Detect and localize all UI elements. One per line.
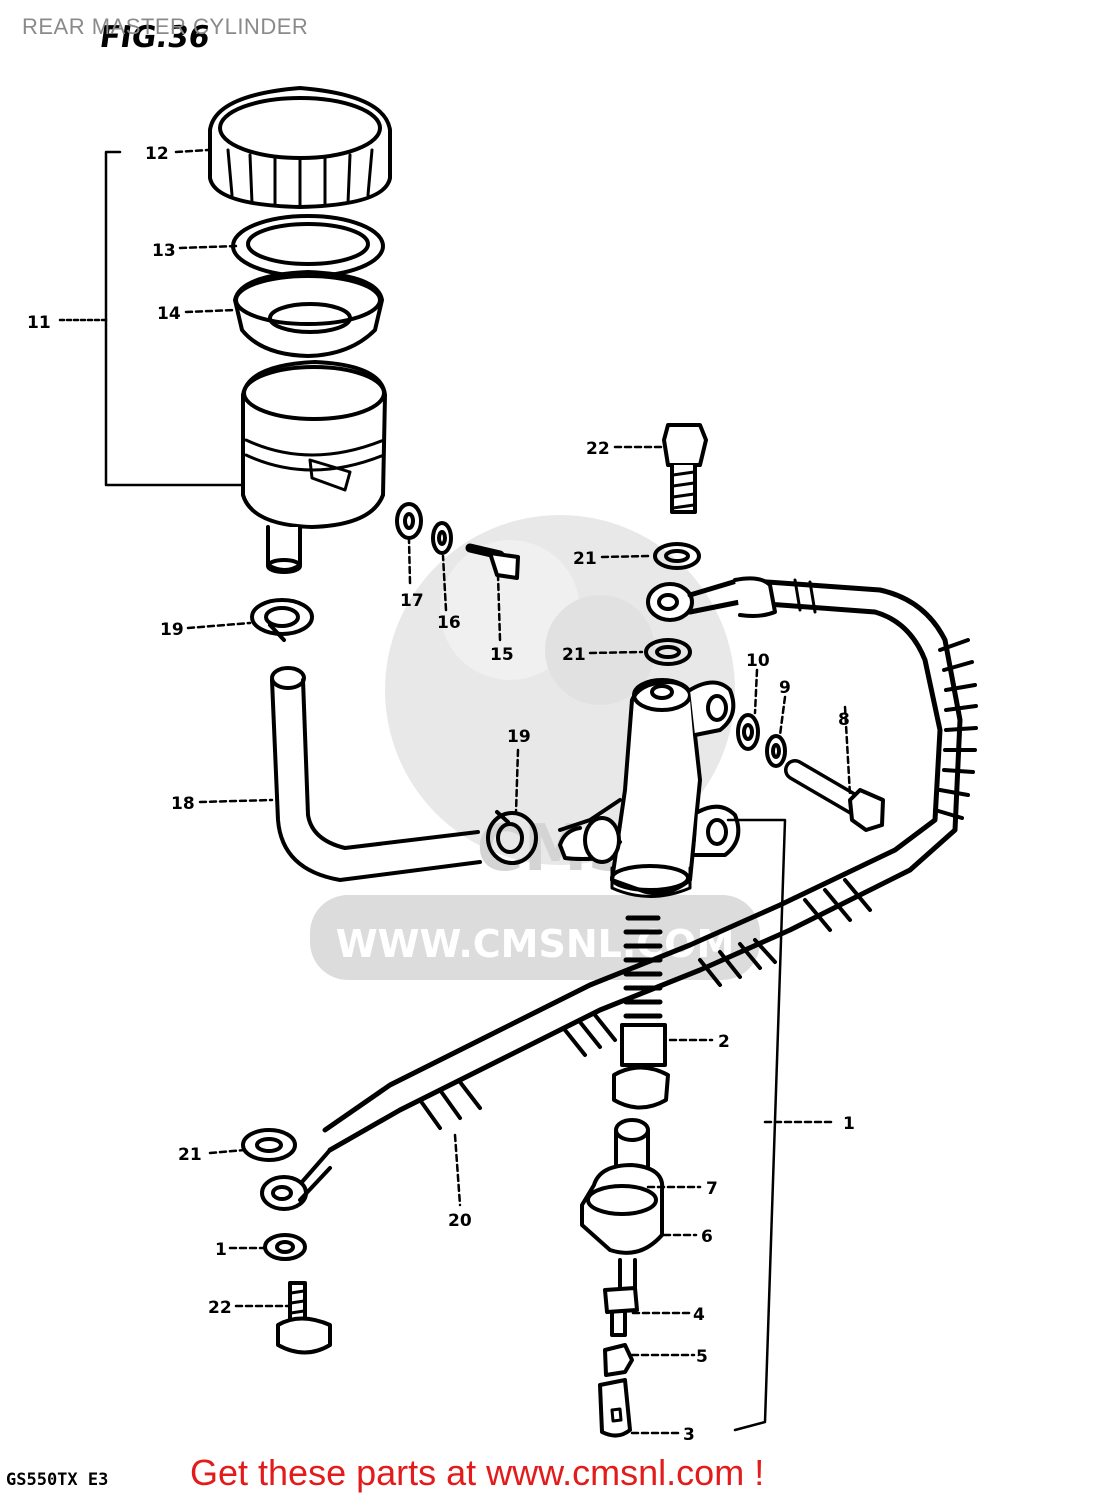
callout-12: 12 bbox=[145, 144, 169, 164]
master-cylinder-body bbox=[558, 678, 741, 898]
callout-17: 17 bbox=[400, 591, 424, 611]
callout-3: 3 bbox=[683, 1425, 695, 1445]
callout-19-lower: 19 bbox=[507, 727, 531, 747]
watermark-url: WWW.CMSNL.COM bbox=[336, 922, 735, 966]
group-bracket-11 bbox=[104, 150, 245, 487]
banjo-bolt-lower bbox=[276, 1281, 332, 1355]
washer-9 bbox=[765, 734, 787, 768]
callout-20: 20 bbox=[448, 1211, 472, 1231]
copper-washer-upper-1 bbox=[653, 542, 701, 570]
washer-10 bbox=[736, 713, 760, 751]
callout-11: 11 bbox=[27, 313, 51, 333]
callout-numbers: 12 13 14 11 19 18 17 16 15 19 22 21 21 1… bbox=[27, 144, 855, 1445]
banjo-bolt-upper bbox=[662, 423, 708, 514]
cta-link[interactable]: Get these parts at www.cmsnl.com ! bbox=[190, 1452, 765, 1493]
callout-5: 5 bbox=[696, 1347, 708, 1367]
reservoir-diaphragm bbox=[233, 270, 384, 358]
callout-4: 4 bbox=[693, 1305, 705, 1325]
callout-18: 18 bbox=[171, 794, 195, 814]
callout-1: 1 bbox=[843, 1114, 855, 1134]
piston-assembly bbox=[612, 915, 670, 1110]
callout-15: 15 bbox=[490, 645, 514, 665]
reservoir-body bbox=[241, 360, 387, 574]
callout-19-upper: 19 bbox=[160, 620, 184, 640]
callout-21-lower: 21 bbox=[178, 1145, 202, 1165]
callout-14: 14 bbox=[157, 304, 181, 324]
callout-9: 9 bbox=[779, 678, 791, 698]
callout-2: 2 bbox=[718, 1032, 730, 1052]
screw-15 bbox=[465, 543, 520, 580]
washer-17 bbox=[395, 502, 423, 540]
copper-washer-upper-2 bbox=[644, 638, 692, 666]
hose-clamp-upper bbox=[250, 598, 314, 642]
reservoir-gasket bbox=[231, 214, 385, 278]
reservoir-hose bbox=[270, 666, 482, 882]
copper-washer-lower bbox=[241, 1128, 297, 1162]
callout-10: 10 bbox=[746, 651, 770, 671]
callout-6: 6 bbox=[701, 1227, 713, 1247]
pushrod-assembly bbox=[580, 1118, 665, 1438]
washer-1 bbox=[263, 1233, 307, 1261]
callout-7: 7 bbox=[706, 1179, 718, 1199]
washer-16 bbox=[431, 521, 453, 555]
callout-1-washer: 1 bbox=[215, 1240, 227, 1260]
hose-clamp-lower bbox=[486, 810, 538, 865]
callout-8: 8 bbox=[838, 710, 850, 730]
model-code: GS550TX E3 bbox=[6, 1470, 109, 1490]
pivot-bolt-8 bbox=[784, 759, 885, 832]
callout-21-upper: 21 bbox=[573, 549, 597, 569]
reservoir-cap bbox=[208, 86, 392, 209]
callout-13: 13 bbox=[152, 241, 176, 261]
callout-16: 16 bbox=[437, 613, 461, 633]
callout-21-middle: 21 bbox=[562, 645, 586, 665]
callout-22-lower: 22 bbox=[208, 1298, 232, 1318]
page-title: REAR MASTER CYLINDER bbox=[22, 14, 309, 39]
callout-22-upper: 22 bbox=[586, 439, 610, 459]
